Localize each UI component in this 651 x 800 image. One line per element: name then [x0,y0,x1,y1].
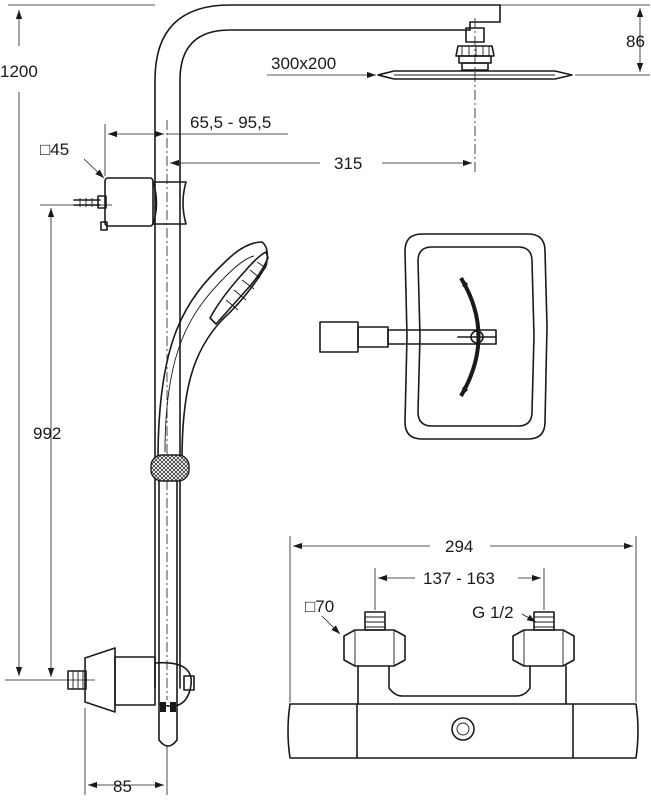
mixer-front-view [287,611,639,759]
dim-bracket-height-label: 992 [33,424,61,443]
dim-head-drop [500,4,650,76]
dim-arm-length-label: 315 [334,154,362,173]
dim-mixer-width [289,536,637,702]
dim-inlet-centres [374,568,545,610]
mixer-side-view [67,647,195,713]
dim-bracket-adjust [104,124,288,176]
rotation-arrow [459,276,481,398]
dim-head-drop-label: 86 [626,32,645,51]
dim-mixer-offset [84,708,168,795]
dim-thread-label: G 1/2 [472,603,514,622]
dim-bracket-adjust-label: 65,5 - 95,5 [190,113,271,132]
bracket-rotation-detail [319,233,548,440]
dim-thread [521,613,537,623]
dim-mixer-offset-label: 85 [113,777,132,796]
dim-square-70-label: □70 [305,597,334,616]
dim-square-70 [321,615,341,635]
head-shower [377,27,573,80]
dim-square-45 [83,158,105,179]
dim-mixer-width-label: 294 [445,537,473,556]
dim-head-size-label: 300x200 [271,54,336,73]
hose-connector [150,454,190,482]
dim-total-height-label: 1200 [0,62,38,81]
wall-bracket [73,177,187,231]
dim-total-height [5,4,155,681]
dim-square-45-label: □45 [40,140,69,159]
hand-shower [150,241,269,747]
dim-bracket-height [40,204,112,677]
dim-inlet-centres-label: 137 - 163 [423,569,495,588]
